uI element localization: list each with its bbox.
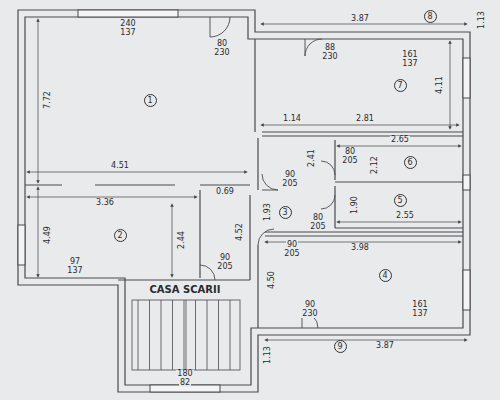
room-number: 2 — [114, 229, 127, 242]
stair-tread — [161, 300, 162, 370]
dimension-label: 2.55 — [395, 212, 415, 220]
opening-size: 82 — [179, 379, 191, 387]
opening-size: 205 — [341, 157, 358, 165]
dimension-label: 1.90 — [351, 195, 359, 215]
room-number: 6 — [404, 156, 417, 169]
opening-size: 205 — [283, 250, 300, 258]
dimension-label: 3.36 — [95, 199, 115, 207]
dimension-label: 2.81 — [355, 115, 375, 123]
dimension-label: 4.49 — [44, 225, 52, 245]
opening-size: 137 — [66, 267, 83, 275]
opening-size: 240 — [119, 20, 136, 28]
opening-size: 80 — [216, 40, 228, 48]
stair-tread — [218, 300, 219, 370]
dimension-label: 0.69 — [215, 188, 235, 196]
stair-tread — [172, 300, 173, 370]
dimension-label: 2.12 — [371, 155, 379, 175]
dimension-label: 3.98 — [350, 244, 370, 252]
stair-tread — [138, 300, 139, 370]
opening-size: 161 — [401, 51, 418, 59]
dimension-label: 1.13 — [264, 345, 272, 365]
stair-tread — [195, 300, 196, 370]
opening-size: 80 — [312, 214, 324, 222]
opening-size: 137 — [401, 60, 418, 68]
room-number: 1 — [144, 94, 157, 107]
opening-size: 205 — [309, 223, 326, 231]
opening-size: 88 — [324, 44, 336, 52]
opening-size: 205 — [281, 180, 298, 188]
dimension-label: 4.11 — [436, 75, 444, 95]
opening-size: 90 — [304, 301, 316, 309]
stair-tread — [149, 300, 150, 370]
dimension-label: 2.41 — [308, 148, 316, 168]
opening-size: 137 — [119, 29, 136, 37]
opening-size: 90 — [219, 254, 231, 262]
room-number: 9 — [334, 340, 347, 353]
dimension-label: 4.51 — [110, 162, 130, 170]
stair-tread — [230, 300, 231, 370]
room-number: 4 — [379, 269, 392, 282]
dimension-label: 4.50 — [268, 270, 276, 290]
opening-size: 97 — [69, 258, 81, 266]
opening-size: 80 — [344, 148, 356, 156]
dimension-label: 3.87 — [375, 342, 395, 350]
opening-size: 90 — [284, 171, 296, 179]
opening-size: 230 — [321, 53, 338, 61]
room-number: 3 — [279, 206, 292, 219]
room-number: 7 — [394, 79, 407, 92]
dimension-label: 2.44 — [178, 230, 186, 250]
dimension-label: 1.13 — [478, 10, 486, 30]
stair-tread — [184, 300, 185, 370]
room-number: 8 — [424, 10, 437, 23]
stair-tread — [207, 300, 208, 370]
room-name: CASA SCARII — [149, 285, 222, 295]
dimension-label: 7.72 — [44, 90, 52, 110]
opening-size: 205 — [216, 263, 233, 271]
opening-size: 161 — [411, 301, 428, 309]
opening-size: 90 — [286, 241, 298, 249]
opening-size: 137 — [411, 310, 428, 318]
dimension-label: 1.93 — [264, 202, 272, 222]
dimension-label: 3.87 — [350, 15, 370, 23]
opening-size: 230 — [301, 310, 318, 318]
dimension-label: 4.52 — [236, 222, 244, 242]
opening-size: 180 — [176, 370, 193, 378]
dimension-label: 1.14 — [282, 115, 302, 123]
room-number: 5 — [394, 194, 407, 207]
opening-size: 230 — [213, 49, 230, 57]
dimension-label: 2.65 — [390, 136, 410, 144]
